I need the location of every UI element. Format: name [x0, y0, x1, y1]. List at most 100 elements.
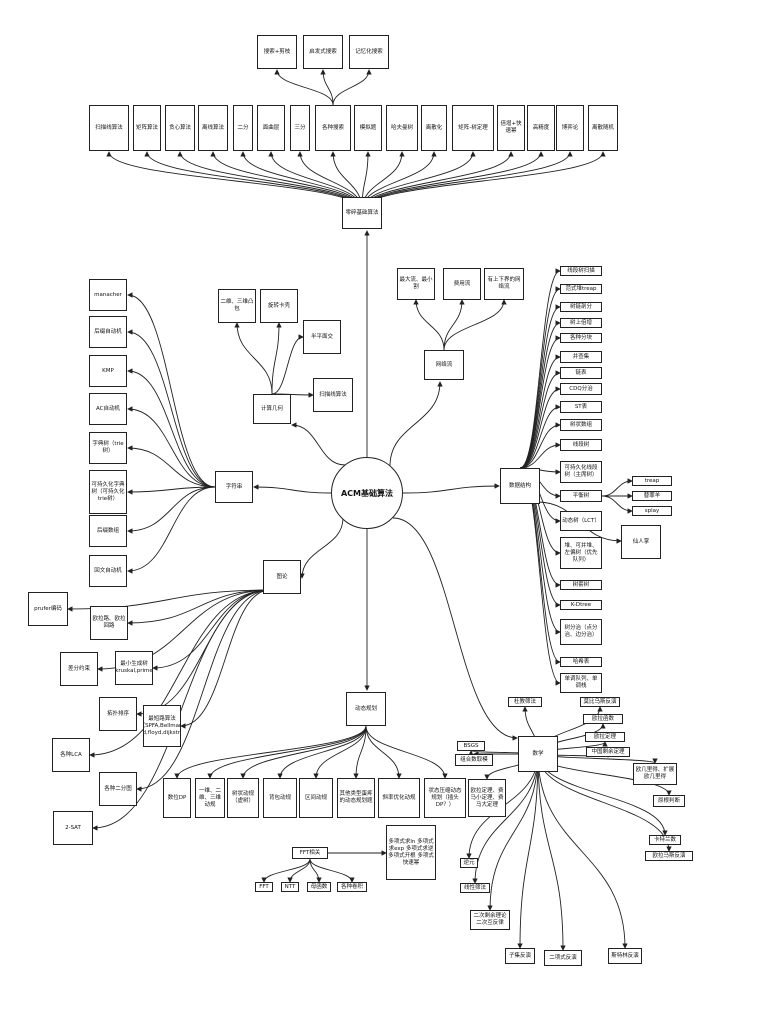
math-child: 斯特林反演 [608, 948, 642, 964]
string-child: 后缀自动机 [89, 316, 127, 348]
datastruct-child: 线段树扫描 [560, 266, 602, 276]
geometry-child-label: 半平面交 [310, 333, 333, 340]
edge-dp-child [313, 725, 367, 779]
datastruct-child: 哈希表 [560, 657, 602, 667]
datastruct-child: K-Dtree [560, 600, 602, 610]
datastruct-child-label: 堆、可并堆、左偏树（优先队列） [564, 542, 598, 563]
dp-child-label: 背包动规 [268, 794, 291, 801]
graph-child: 最短路算法（SPFA,Bellman-ford,floyd,dijkstra） [143, 705, 181, 747]
dp-child-label: 一维、二维、三维动规 [198, 787, 221, 808]
category-datastruct: 数据结构 [500, 468, 540, 504]
basic-child: 扫描线算法 [89, 105, 129, 151]
category-graph: 图论 [263, 560, 301, 594]
edge-root-math [392, 517, 518, 741]
edge-root-datastruct [402, 483, 500, 494]
category-math-label: 数学 [532, 750, 544, 757]
math-child: 线性筛法 [460, 883, 490, 893]
math-child-label: 斯特林反演 [611, 952, 639, 959]
geometry-child-label: 二维、三维凸包 [220, 299, 254, 312]
math-child-label: 欧拉马斯反演 [652, 852, 686, 859]
edge-fft-child [309, 858, 322, 883]
basic-child: 模拟题 [354, 105, 382, 151]
datastruct-child-label: 哈希表 [572, 658, 590, 665]
string-child-label: AC自动机 [95, 405, 120, 412]
balanced-child-label: 替罪羊 [643, 492, 661, 499]
category-fft: FFT相关 [292, 847, 328, 859]
datastruct-child: 堆、可并堆、左偏树（优先队列） [560, 537, 602, 569]
graph-child-label: 2-SAT [65, 824, 81, 831]
math-child: 二项式反演 [544, 950, 582, 966]
basic-child: 倍增+快速幂 [497, 105, 525, 151]
math-child: 杜教筛法 [508, 697, 542, 707]
basic-child: 哈夫曼树 [386, 105, 418, 151]
datastruct-child-label: ST表 [574, 403, 588, 410]
category-string: 字符串 [215, 471, 253, 503]
netflow-child: 费用流 [443, 268, 481, 300]
edge-math-child [487, 753, 539, 911]
math-child: BSGS [457, 741, 485, 751]
datastruct-child: 树套树 [560, 580, 602, 590]
basic-child-label: 离散随机 [591, 124, 614, 131]
math-child: 欧拉马斯反演 [645, 851, 693, 861]
edge-string-child [127, 292, 216, 488]
basic-child-label: 矩阵算法 [135, 124, 158, 131]
geometry-child-label: 扫描线算法 [319, 391, 347, 398]
math-child: 欧几里得、扩展欧几里得 [633, 763, 677, 785]
edge-fft-child [287, 858, 311, 883]
fft-child: NTT [281, 882, 299, 892]
math-child-label: 逆元 [463, 859, 475, 866]
graph-child: 各种LCA [52, 738, 90, 772]
dp-child: 一维、二维、三维动规 [195, 778, 225, 818]
graph-child: 差分约束 [60, 652, 98, 686]
edge-geometry-child [234, 322, 273, 395]
datastruct-child: 范式堆treap [560, 284, 602, 294]
math-child: 欧拉定理 [585, 732, 625, 742]
dp-child: 数位DP [163, 778, 191, 818]
basic-child-label: 扫描线算法 [95, 124, 123, 131]
search-child-label: 记忆化搜索 [355, 48, 383, 55]
math-child: 莫比乌斯反演 [580, 697, 620, 707]
string-child: 回文自动机 [89, 555, 127, 587]
edge-datastruct-child [519, 370, 561, 469]
edge-string-child [127, 445, 216, 488]
datastruct-child: 各种分块 [560, 333, 602, 343]
edge-string-child [127, 368, 216, 488]
graph-child-label: prufer编码 [34, 605, 62, 612]
basic-child: 离线算法 [198, 105, 228, 151]
math-child: 二次剩余理论二次互反律 [470, 910, 510, 930]
edge-dp-child [365, 725, 448, 779]
edge-datastruct-child [519, 304, 561, 469]
edge-graph-child [92, 589, 271, 831]
geometry-child: 二维、三维凸包 [218, 289, 256, 323]
category-basic: 零碎基础算法 [342, 197, 382, 229]
datastruct-child: 链表 [560, 367, 602, 379]
geometry-child-label: 旋转卡壳 [267, 302, 290, 309]
math-child: 欧拉定理、费马小定理、费马大定理 [468, 779, 506, 817]
edge-root-graph [299, 517, 344, 579]
edge-string-child [127, 406, 216, 488]
lct-extra-label: 仙人掌 [632, 538, 650, 545]
math-child-label: 中国剩余定理 [591, 748, 625, 755]
fft-target: 多项式求ln 多项式求exp 多项式求逆 多项式开根 多项式快速幂 [386, 825, 436, 880]
fft-child: FFT [255, 882, 273, 892]
math-child-label: 杜教筛法 [513, 698, 536, 705]
basic-child: 二分 [233, 105, 253, 151]
basic-child: 离散化 [421, 105, 447, 151]
datastruct-child-label: K-Dtree [570, 601, 592, 608]
balanced-child: splay [632, 506, 672, 516]
graph-child-label: 最短路算法（SPFA,Bellman-ford,floyd,dijkstra） [143, 715, 181, 736]
balanced-child-label: splay [644, 507, 660, 514]
root-node-label: ACM基础算法 [340, 488, 394, 498]
datastruct-child: ST表 [560, 401, 602, 413]
datastruct-child: 树上倍增 [560, 318, 602, 328]
datastruct-child-label: 树状数组 [569, 421, 592, 428]
math-child-label: 欧拉函数 [591, 715, 614, 722]
basic-child: 面曲层 [257, 105, 285, 151]
datastruct-child: 线段树 [560, 439, 602, 451]
datastruct-child-label: 范式堆treap [565, 285, 597, 292]
dp-child-label: 区间动规 [304, 794, 327, 801]
category-netflow-label: 网络流 [435, 361, 453, 368]
string-child-label: 可持久化字典树（可持久化trie树） [91, 481, 125, 502]
basic-child: 博弈论 [556, 105, 584, 151]
edge-fft-child [309, 858, 355, 883]
